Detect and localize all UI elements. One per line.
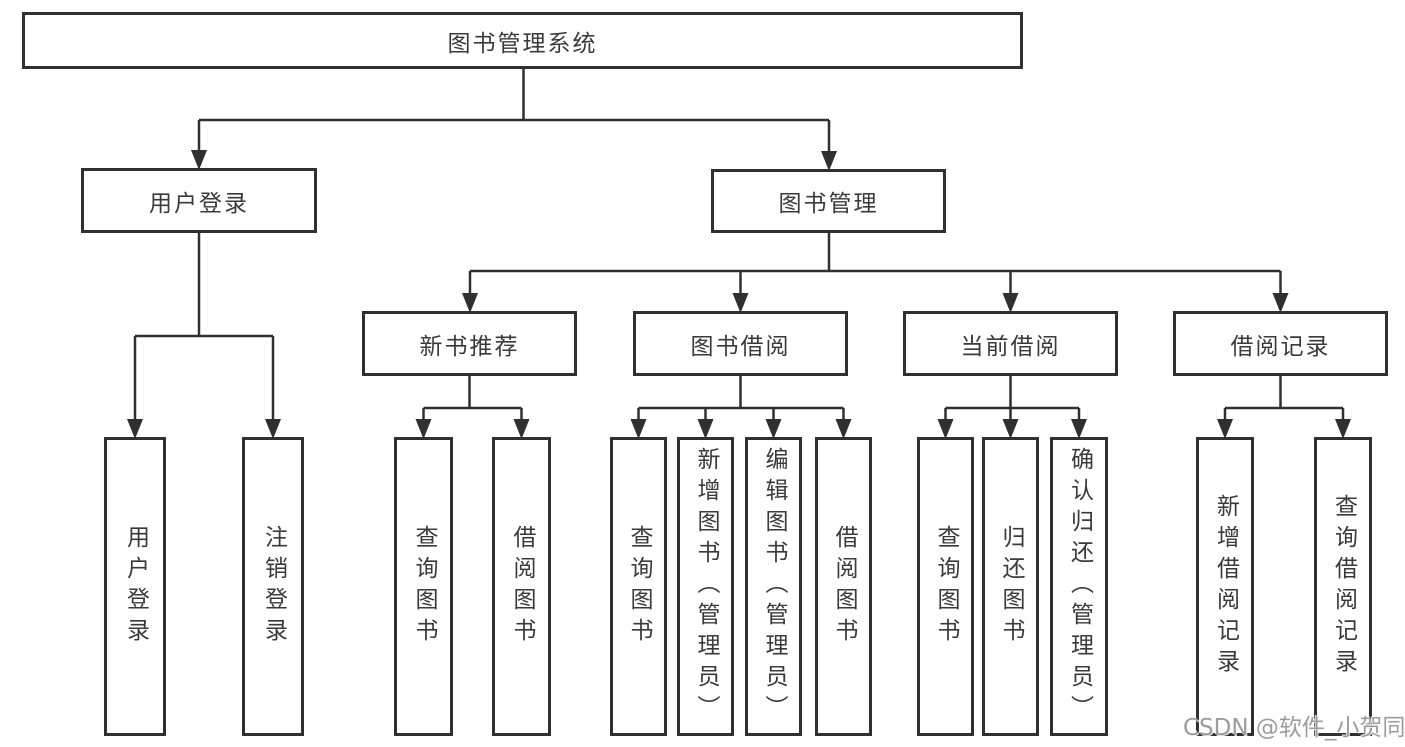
node-current-borrowing: 当前借阅 [903,311,1118,376]
leaf-add-books-admin: 新增图书（管理员） [677,437,734,736]
node-label: 借阅图书 [831,524,857,649]
leaf-confirm-return-admin: 确认归还（管理员） [1050,437,1108,736]
edge-book-split [468,233,1282,295]
node-label: 查询图书 [626,524,652,649]
node-label: 注销登录 [260,524,287,649]
node-new-book-recommendation: 新书推荐 [362,311,577,376]
arrowhead [1217,419,1233,439]
node-label: 确认归还（管理员） [1066,447,1093,726]
arrowhead [835,419,852,439]
edge-root-split [197,69,831,153]
arrowhead [630,419,647,439]
arrowhead [1335,419,1351,439]
leaf-borrow-books: 借阅图书 [815,437,872,736]
arrowhead [127,419,143,439]
leaf-logout: 注销登录 [242,437,304,736]
leaf-user-login: 用户登录 [104,437,166,736]
arrowhead [191,150,207,170]
arrowhead [415,419,432,439]
arrowhead [513,419,530,439]
arrowhead [462,293,478,313]
node-label: 查询图书 [411,524,437,649]
edge-borrow-split [637,376,845,421]
leaf-borrow-query-books: 查询图书 [610,437,667,736]
node-label: 借阅图书 [509,524,535,649]
node-label: 用户登录 [149,190,249,217]
node-label: 新书推荐 [419,333,520,360]
leaf-recommend-borrow-books: 借阅图书 [492,437,551,736]
edge-user-split [133,233,275,421]
node-label: 图书借阅 [690,333,791,360]
arrowhead [1002,293,1019,313]
arrowhead [765,419,782,439]
leaf-current-query-books: 查询图书 [917,437,974,736]
leaf-recommend-query-books: 查询图书 [394,437,453,736]
node-book-borrowing: 图书借阅 [633,311,848,376]
leaf-return-books: 归还图书 [982,437,1039,736]
node-user-login-branch: 用户登录 [81,168,317,233]
node-label: 用户登录 [122,524,149,649]
edge-current-split [944,376,1081,421]
node-book-management-branch: 图书管理 [711,169,946,233]
node-label: 归还图书 [998,524,1024,649]
node-label: 编辑图书（管理员） [761,447,787,726]
node-label: 新增图书（管理员） [693,447,719,726]
node-label: 查询借阅记录 [1330,493,1357,680]
node-label: 当前借阅 [960,333,1061,360]
arrowhead [732,293,749,313]
node-label: 借阅记录 [1230,333,1331,360]
node-borrowing-records: 借阅记录 [1173,311,1388,376]
arrowhead [265,419,281,439]
leaf-query-borrow-record: 查询借阅记录 [1314,437,1372,736]
arrowhead [697,419,714,439]
node-library-management-system: 图书管理系统 [22,12,1023,69]
node-label: 查询图书 [933,524,959,649]
node-label: 图书管理 [778,191,879,217]
arrowhead [1071,419,1087,439]
node-label: 图书管理系统 [447,30,598,57]
edge-records-split [1223,376,1345,421]
edge-recommend-split [422,376,523,421]
arrowhead [937,419,954,439]
csdn-watermark: CSDN @软件_小贺同学 [1183,715,1405,741]
arrowhead [821,151,837,171]
arrowhead [1272,293,1289,313]
node-label: 新增借阅记录 [1212,493,1239,680]
arrowhead [1002,419,1019,439]
leaf-edit-books-admin: 编辑图书（管理员） [745,437,802,736]
leaf-add-borrow-record: 新增借阅记录 [1196,437,1254,736]
